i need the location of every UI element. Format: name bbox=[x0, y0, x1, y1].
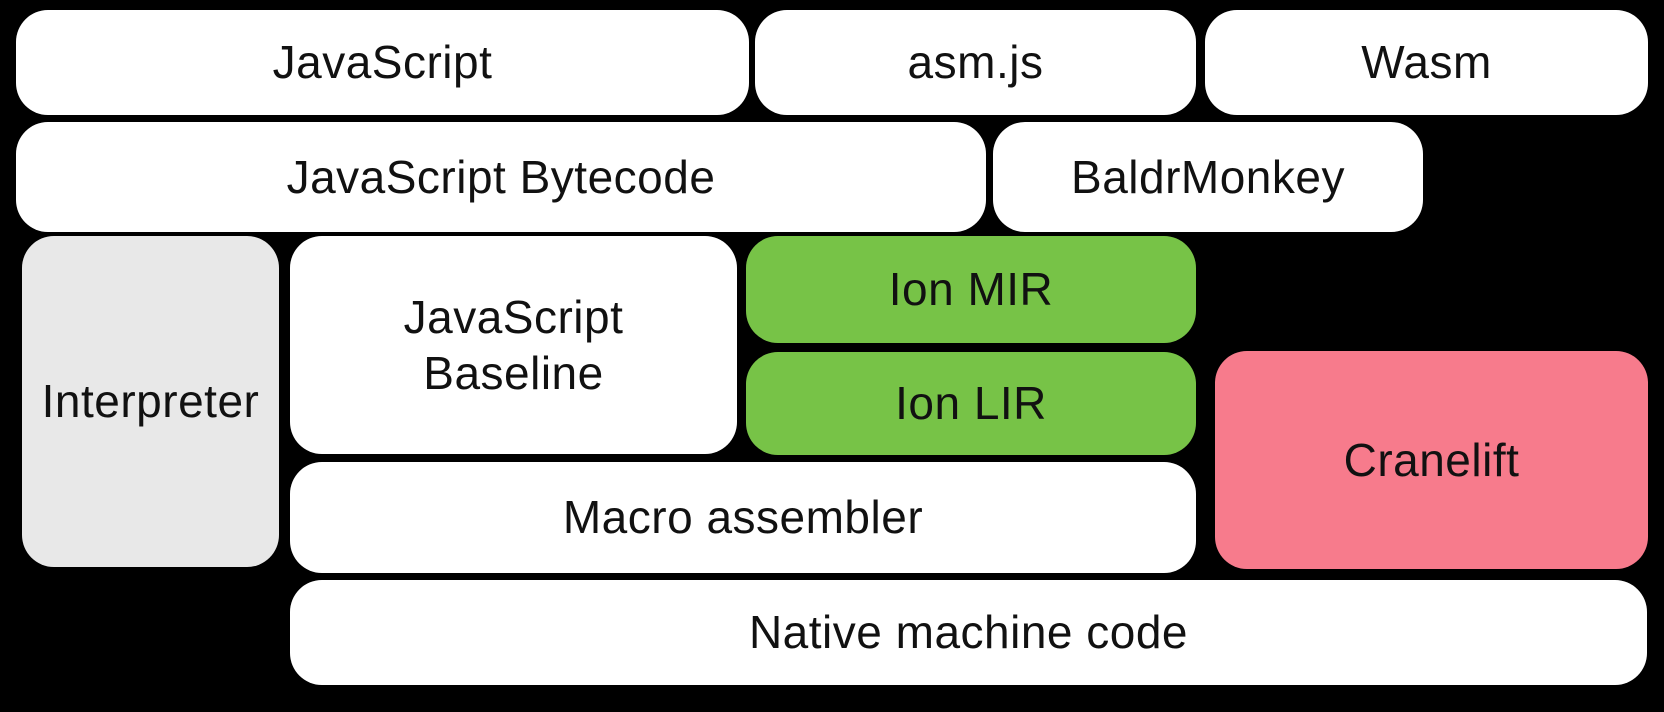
box-ion-lir-label: Ion LIR bbox=[895, 377, 1047, 430]
box-javascript-bytecode: JavaScript Bytecode bbox=[16, 122, 986, 232]
box-interpreter: Interpreter bbox=[22, 236, 279, 567]
box-baldrmonkey: BaldrMonkey bbox=[993, 122, 1423, 232]
box-javascript-bytecode-label: JavaScript Bytecode bbox=[286, 150, 716, 203]
box-interpreter-label: Interpreter bbox=[41, 375, 260, 428]
box-wasm: Wasm bbox=[1205, 10, 1648, 115]
box-javascript-baseline: JavaScript Baseline bbox=[290, 236, 737, 454]
box-javascript: JavaScript bbox=[16, 10, 749, 115]
box-asmjs-label: asm.js bbox=[907, 36, 1044, 89]
box-cranelift: Cranelift bbox=[1215, 351, 1648, 569]
box-ion-mir: Ion MIR bbox=[746, 236, 1196, 343]
box-wasm-label: Wasm bbox=[1361, 36, 1492, 89]
box-baldrmonkey-label: BaldrMonkey bbox=[1071, 150, 1345, 203]
box-native-machine-code: Native machine code bbox=[290, 580, 1647, 685]
box-javascript-label: JavaScript bbox=[272, 36, 493, 89]
box-ion-mir-label: Ion MIR bbox=[888, 263, 1054, 316]
box-macro-assembler: Macro assembler bbox=[290, 462, 1196, 573]
box-javascript-baseline-label: JavaScript Baseline bbox=[403, 290, 624, 399]
box-macro-assembler-label: Macro assembler bbox=[562, 491, 924, 544]
box-ion-lir: Ion LIR bbox=[746, 352, 1196, 455]
box-asmjs: asm.js bbox=[755, 10, 1196, 115]
box-native-machine-code-label: Native machine code bbox=[748, 606, 1189, 659]
box-cranelift-label: Cranelift bbox=[1343, 433, 1520, 486]
